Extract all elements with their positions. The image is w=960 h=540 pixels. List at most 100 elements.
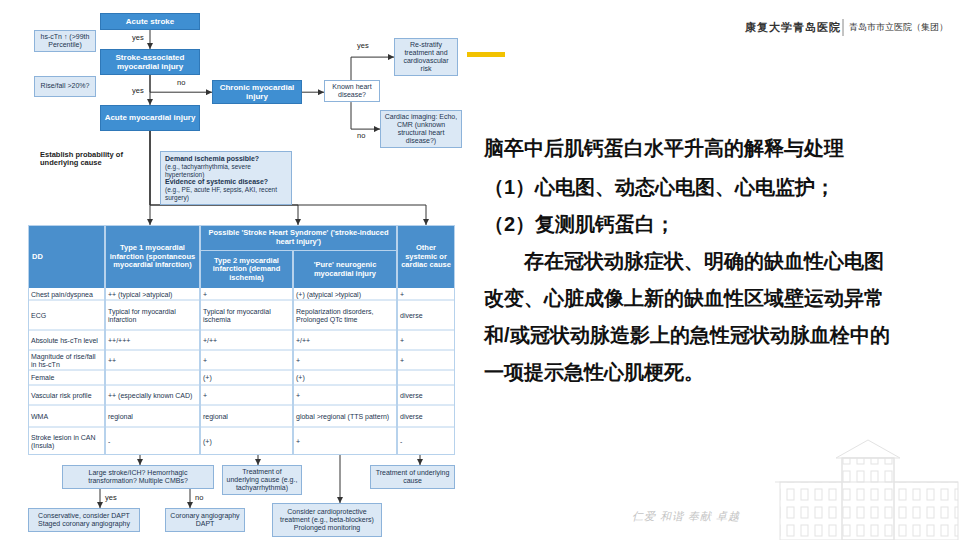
connector	[100, 489, 101, 508]
box-text: (e.g., PE, acute HF, sepsis, AKI, recent…	[165, 186, 287, 201]
connector	[351, 102, 380, 129]
note-box: Demand ischemia possible?(e.g., tachyarr…	[160, 151, 292, 205]
process-box: Chronic myocardial injury	[212, 80, 302, 104]
edge-label: yes	[131, 87, 145, 95]
info-box: Cardiac imaging: Echo, CMR (unknown stru…	[380, 110, 462, 148]
connector	[190, 489, 191, 508]
table-cell: global >regional (TTS pattern)	[296, 406, 394, 427]
accent-bar	[467, 52, 505, 57]
box-text: Acute myocardial injury	[104, 113, 196, 122]
box-text: Treatment of underlying cause (e.g., tac…	[226, 468, 298, 492]
logo-separator	[843, 19, 844, 36]
box-text: Coronary angiography	[169, 512, 241, 520]
table-cell: +	[296, 351, 394, 370]
table-cell: Vascular risk profile	[31, 386, 102, 405]
connector	[420, 455, 421, 465]
body-text: （1）心电图、动态心电图、心电监护；	[484, 176, 835, 198]
table-cell: +	[203, 351, 290, 370]
column-header: Possible 'Stroke Heart Syndrome' ('strok…	[201, 226, 396, 250]
table-cell: ++/+++	[108, 331, 197, 350]
box-text: Staged coronary angiography	[32, 520, 136, 528]
info-box: Re-stratify treatment and cardiovascular…	[394, 38, 458, 76]
info-box: Treatment of underlying cause (e.g., tac…	[222, 465, 302, 495]
table-cell: +/++	[203, 331, 290, 350]
table-cell: Stroke lesion in CAN (Insula)	[31, 428, 102, 455]
table-cell: ++ (especially known CAD)	[108, 386, 197, 405]
table-cell: Absolute hs-cTn level	[31, 331, 102, 350]
box-text: Stroke-associated myocardial injury	[104, 53, 196, 71]
process-box: Acute myocardial injury	[100, 105, 200, 131]
table-column: Other systemic or cardiac cause	[397, 225, 455, 455]
box-text: Known heart disease?	[328, 83, 376, 99]
box-text: Chronic myocardial injury	[216, 83, 298, 101]
connector	[340, 455, 341, 503]
table-cell: +	[296, 386, 394, 405]
table-cell: WMA	[31, 406, 102, 427]
box-text: Rise/fall >20%?	[38, 82, 92, 90]
info-box: Treatment of underlying cause	[370, 465, 455, 489]
info-box: Large stroke/ICH? Hemorrhagic transforma…	[62, 465, 214, 489]
table-cell: Repolarization disorders, Prolonged QTc …	[296, 301, 394, 330]
connector	[150, 75, 212, 92]
table-cell: Female	[31, 371, 102, 385]
note-text: Establish probability of underlying caus…	[40, 151, 140, 168]
box-text: Large stroke/ICH? Hemorrhagic transforma…	[66, 469, 210, 485]
logo-text: 青岛市市立医院（集团）	[849, 22, 948, 32]
box-text: Prolonged monitoring	[276, 524, 378, 532]
table-cell: regional	[108, 406, 197, 427]
table-cell: ++	[108, 351, 197, 370]
body-text: 存在冠状动脉症状、明确的缺血性心电图改变、心脏成像上新的缺血性区域壁运动异常和/…	[484, 243, 896, 391]
table-cell: +/++	[296, 331, 394, 350]
table-cell: +	[400, 331, 452, 350]
edge-label: yes	[104, 494, 118, 502]
building-watermark	[775, 440, 958, 540]
box-text: Re-stratify treatment and cardiovascular…	[398, 41, 454, 73]
column-header: Type 2 myocardial infarction (demand isc…	[201, 251, 292, 288]
box-text: Consider cardioprotective treatment (e.g…	[276, 508, 378, 524]
process-box: Acute stroke	[100, 13, 200, 30]
table-cell: Chest pain/dyspnea	[31, 289, 102, 300]
info-box: hs-cTn ↑ (>99th Percentile)	[34, 30, 96, 52]
table-cell: (+)	[296, 371, 394, 385]
box-text: hs-cTn ↑ (>99th Percentile)	[38, 33, 92, 49]
table-cell: Magnitude of rise/fall in hs-cTn	[31, 351, 102, 370]
table-cell: -	[108, 428, 197, 455]
connector	[302, 92, 324, 93]
table-cell: ECG	[31, 301, 102, 330]
logo-text: 康复大学青岛医院	[745, 21, 841, 33]
table-cell: +	[296, 428, 394, 455]
edge-label: no	[194, 494, 204, 502]
body-text: （2）复测肌钙蛋白；	[484, 213, 675, 235]
watermark: 仁爱 和谐 奉献 卓越	[632, 510, 740, 522]
column-header: Other systemic or cardiac cause	[398, 226, 454, 288]
info-box: Conservative, consider DAPTStaged corona…	[28, 508, 140, 532]
box-text: DAPT	[169, 520, 241, 528]
table-cell: +	[203, 386, 290, 405]
edge-label: no	[356, 132, 366, 140]
box-text: Acute stroke	[104, 17, 196, 26]
connector	[140, 455, 141, 465]
table-cell: +	[400, 289, 452, 300]
table-cell: (+)	[203, 371, 290, 385]
table-cell: diverse	[400, 386, 452, 405]
box-text: Conservative, consider DAPT	[32, 512, 136, 520]
box-text: (e.g., tachyarrhythmia, severe hypertens…	[165, 163, 287, 178]
decision-box: Known heart disease?	[324, 80, 380, 102]
table-cell: (+) (atypical >typical)	[296, 289, 394, 300]
table-cell: diverse	[400, 301, 452, 330]
box-text: Demand ischemia possible?	[165, 155, 287, 163]
box-text: Treatment of underlying cause	[374, 469, 451, 485]
table-cell: +	[400, 351, 452, 370]
column-header: 'Pure' neurogenic myocardial injury	[294, 251, 396, 288]
table-cell: -	[400, 428, 452, 455]
connector	[258, 455, 259, 465]
connector	[351, 57, 394, 80]
connector	[150, 30, 151, 49]
table-column: Type 2 myocardial infarction (demand isc…	[200, 250, 293, 455]
table-cell: (+)	[203, 428, 290, 455]
table-cell: regional	[203, 406, 290, 427]
box-text: Evidence of systemic disease?	[165, 178, 287, 186]
info-box: Rise/fall >20%?	[34, 76, 96, 97]
info-box: Coronary angiographyDAPT	[165, 508, 245, 532]
table-cell: Typical for myocardial infarction	[108, 301, 197, 330]
